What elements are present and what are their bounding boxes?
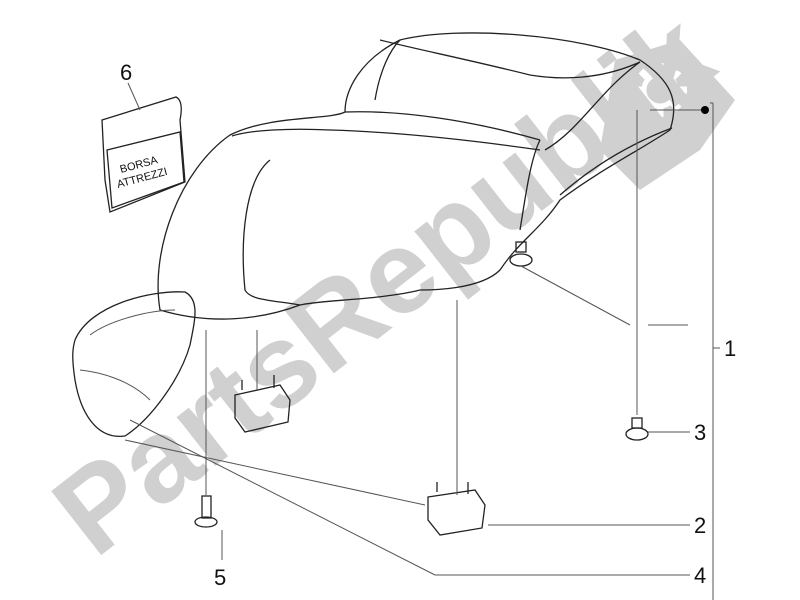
seat-assembly <box>157 32 675 320</box>
tool-bag: BORSA ATTREZZI <box>101 96 186 213</box>
callout-5: 5 <box>214 565 226 590</box>
leader-lines <box>124 82 720 600</box>
seat-cover-front <box>72 291 196 437</box>
callout-1: 1 <box>724 336 736 361</box>
bracket-upper <box>234 375 291 433</box>
watermark: PartsRepublik <box>30 0 737 580</box>
watermark-text: PartsRepublik <box>30 0 737 580</box>
screw-5 <box>194 495 218 528</box>
callout-4: 4 <box>694 563 706 588</box>
callout-6: 6 <box>120 60 132 85</box>
bracket-lower <box>427 482 486 536</box>
attachment-point-dot <box>701 106 709 114</box>
callout-2: 2 <box>694 513 706 538</box>
gear-icon <box>633 63 687 117</box>
rubber-buffer-3 <box>625 417 649 441</box>
callout-3: 3 <box>694 420 706 445</box>
